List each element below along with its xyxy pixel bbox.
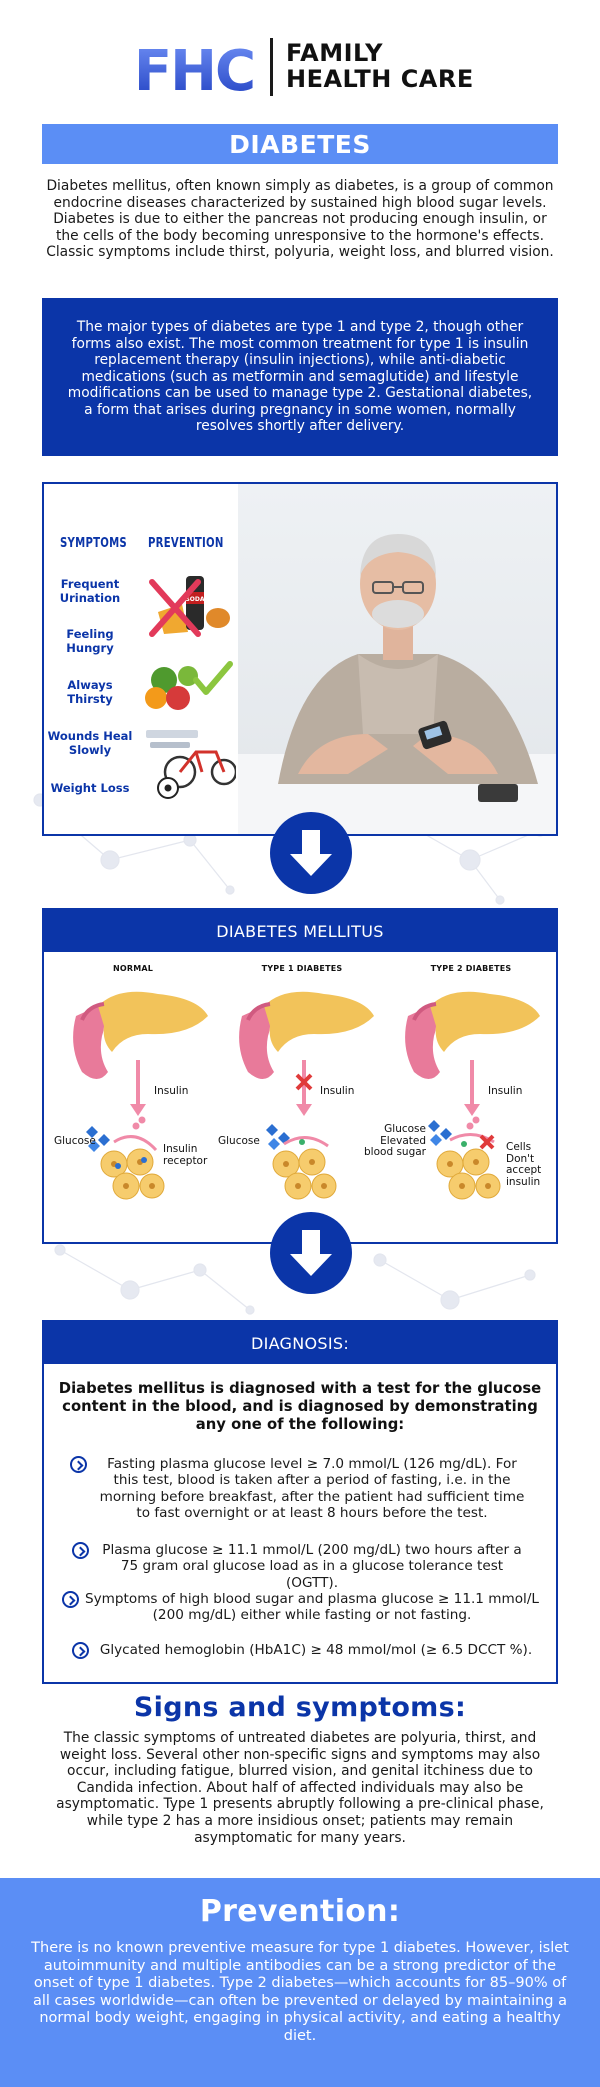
mellitus-heading: DIABETES MELLITUS bbox=[44, 910, 556, 952]
column-title-normal: NORMAL bbox=[112, 964, 154, 973]
logo-line-1: FAMILY bbox=[286, 39, 383, 67]
diagnosis-item: Plasma glucose ≥ 11.1 mmol/L (200 mg/dL)… bbox=[102, 1542, 522, 1591]
chevron-right-icon bbox=[72, 1642, 89, 1659]
column-title-type2: TYPE 2 DIABETES bbox=[430, 964, 512, 973]
prevention-icons: SODA bbox=[145, 576, 236, 799]
diagnosis-heading: DIAGNOSIS: bbox=[44, 1322, 556, 1364]
symptom-item: Frequent Urination bbox=[59, 577, 121, 605]
symptoms-prevention-panel: SYMPTOMS PREVENTION Frequent Urination F… bbox=[42, 482, 558, 836]
symptom-item: Wounds Heal Slowly bbox=[47, 729, 133, 757]
types-paragraph: The major types of diabetes are type 1 a… bbox=[67, 318, 533, 435]
prevention-paragraph: There is no known preventive measure for… bbox=[31, 1940, 569, 2044]
arrow-down-icon bbox=[290, 1230, 332, 1276]
page-title-bar: DIABETES bbox=[42, 124, 558, 164]
intro-paragraph: Diabetes mellitus, often known simply as… bbox=[46, 178, 554, 261]
man-checking-glucose-illustration bbox=[238, 484, 556, 834]
prevention-band bbox=[0, 1878, 600, 2087]
chevron-right-icon bbox=[72, 1542, 89, 1559]
prevention-heading: PREVENTION bbox=[148, 536, 224, 551]
glucose-elevated-label: Glucose Elevated blood sugar bbox=[364, 1123, 426, 1158]
logo-wordmark: FAMILY HEALTH CARE bbox=[286, 40, 474, 92]
chevron-right-icon bbox=[62, 1591, 79, 1608]
column-title-type1: TYPE 1 DIABETES bbox=[261, 964, 343, 973]
soda-label: SODA bbox=[185, 596, 204, 603]
pancreas-diagrams bbox=[71, 989, 542, 1200]
diagnosis-panel: DIAGNOSIS: Diabetes mellitus is diagnose… bbox=[42, 1320, 558, 1684]
type1-diagram bbox=[237, 989, 376, 1200]
symptom-item: Always Thirsty bbox=[67, 678, 113, 706]
logo: FHC FAMILY HEALTH CARE bbox=[0, 34, 600, 100]
logo-mark-text: FHC bbox=[134, 40, 254, 96]
logo-separator bbox=[270, 38, 273, 96]
type2-diagram bbox=[403, 989, 542, 1200]
insulin-label: Insulin bbox=[488, 1085, 523, 1097]
logo-line-2: HEALTH CARE bbox=[286, 65, 474, 93]
chevron-right-icon bbox=[70, 1456, 87, 1473]
diagnosis-item: Glycated hemoglobin (HbA1C) ≥ 48 mmol/mo… bbox=[99, 1642, 533, 1658]
down-arrow-2 bbox=[270, 1212, 352, 1294]
diagnosis-intro: Diabetes mellitus is diagnosed with a te… bbox=[58, 1380, 542, 1433]
symptoms-heading: SYMPTOMS bbox=[60, 536, 127, 551]
signs-title: Signs and symptoms: bbox=[133, 1692, 467, 1723]
arrow-down-icon bbox=[290, 830, 332, 876]
diabetes-mellitus-panel: DIABETES MELLITUS NORMAL TYPE 1 DIABETES… bbox=[42, 908, 558, 1244]
insulin-receptor-label: Insulin receptor bbox=[163, 1143, 208, 1167]
diagnosis-item: Fasting plasma glucose level ≥ 7.0 mmol/… bbox=[99, 1456, 525, 1522]
glucose-label: Glucose bbox=[218, 1135, 260, 1147]
healthy-food-icon bbox=[145, 661, 233, 710]
symptom-item: Feeling Hungry bbox=[66, 627, 114, 655]
cells-dont-accept-label: Cells Don't accept insulin bbox=[506, 1141, 542, 1188]
no-junk-food-icon: SODA bbox=[149, 576, 230, 637]
bicycle-exercise-icon bbox=[146, 730, 236, 799]
fhc-logo-mark: FHC bbox=[134, 40, 256, 96]
insulin-label: Insulin bbox=[320, 1085, 355, 1097]
prevention-title: Prevention: bbox=[199, 1894, 401, 1929]
normal-diagram bbox=[71, 989, 210, 1200]
signs-paragraph: The classic symptoms of untreated diabet… bbox=[56, 1730, 544, 1846]
insulin-label: Insulin bbox=[154, 1085, 189, 1097]
page-title: DIABETES bbox=[229, 129, 371, 159]
diagnosis-item: Symptoms of high blood sugar and plasma … bbox=[85, 1591, 539, 1624]
symptom-item: Weight Loss bbox=[50, 781, 130, 795]
down-arrow-1 bbox=[270, 812, 352, 894]
types-box: The major types of diabetes are type 1 a… bbox=[42, 298, 558, 456]
glucose-label: Glucose bbox=[54, 1135, 96, 1147]
